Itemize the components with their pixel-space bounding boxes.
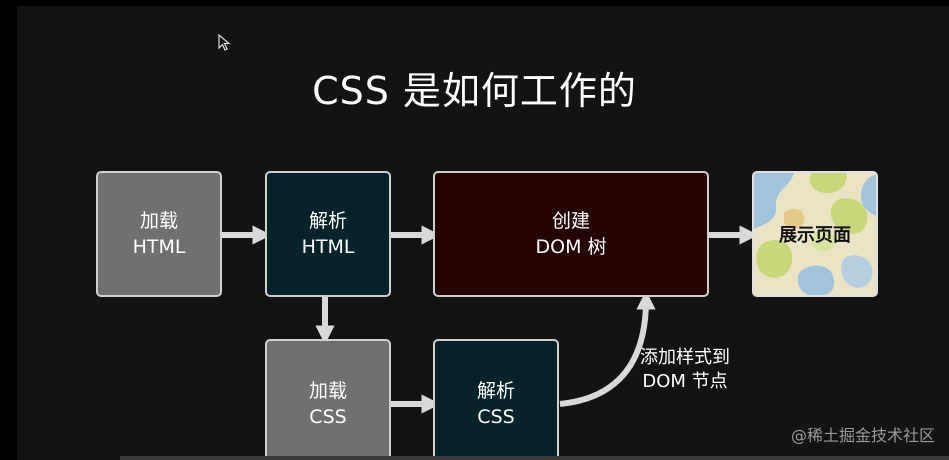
node-parse-html-line2: HTML [301, 236, 355, 258]
edge-note-line1: 添加样式到 [640, 347, 730, 368]
page-preview-illustration [754, 173, 876, 295]
edge-note-add-styles: 添加样式到 DOM 节点 [640, 346, 730, 394]
node-create-dom-line1: 创建 [551, 210, 590, 232]
node-parse-html: 解析 HTML [265, 171, 391, 297]
arrow-parse-css-to-create-dom [559, 290, 656, 407]
node-parse-css-line1: 解析 [476, 380, 515, 402]
mouse-pointer-icon [218, 34, 231, 51]
node-parse-css-line2: CSS [477, 406, 515, 428]
bottom-scrollbar[interactable] [120, 456, 949, 460]
node-show-page: 展示页面 [752, 171, 878, 297]
node-load-html-line1: 加载 [139, 210, 178, 232]
node-load-html-line2: HTML [132, 236, 186, 258]
edge-note-line2: DOM 节点 [642, 371, 728, 392]
watermark: @稀土掘金技术社区 [790, 426, 935, 445]
page-title: CSS 是如何工作的 [312, 69, 637, 113]
node-parse-html-line1: 解析 [308, 210, 347, 232]
node-load-css-line2: CSS [309, 406, 347, 428]
node-show-page-label: 展示页面 [779, 225, 851, 246]
node-load-css: 加载 CSS [265, 339, 391, 460]
node-parse-css: 解析 CSS [433, 339, 559, 460]
node-load-html: 加载 HTML [96, 171, 222, 297]
node-load-css-line1: 加载 [308, 380, 347, 402]
node-create-dom: 创建 DOM 树 [433, 171, 709, 297]
node-create-dom-line2: DOM 树 [535, 236, 607, 258]
